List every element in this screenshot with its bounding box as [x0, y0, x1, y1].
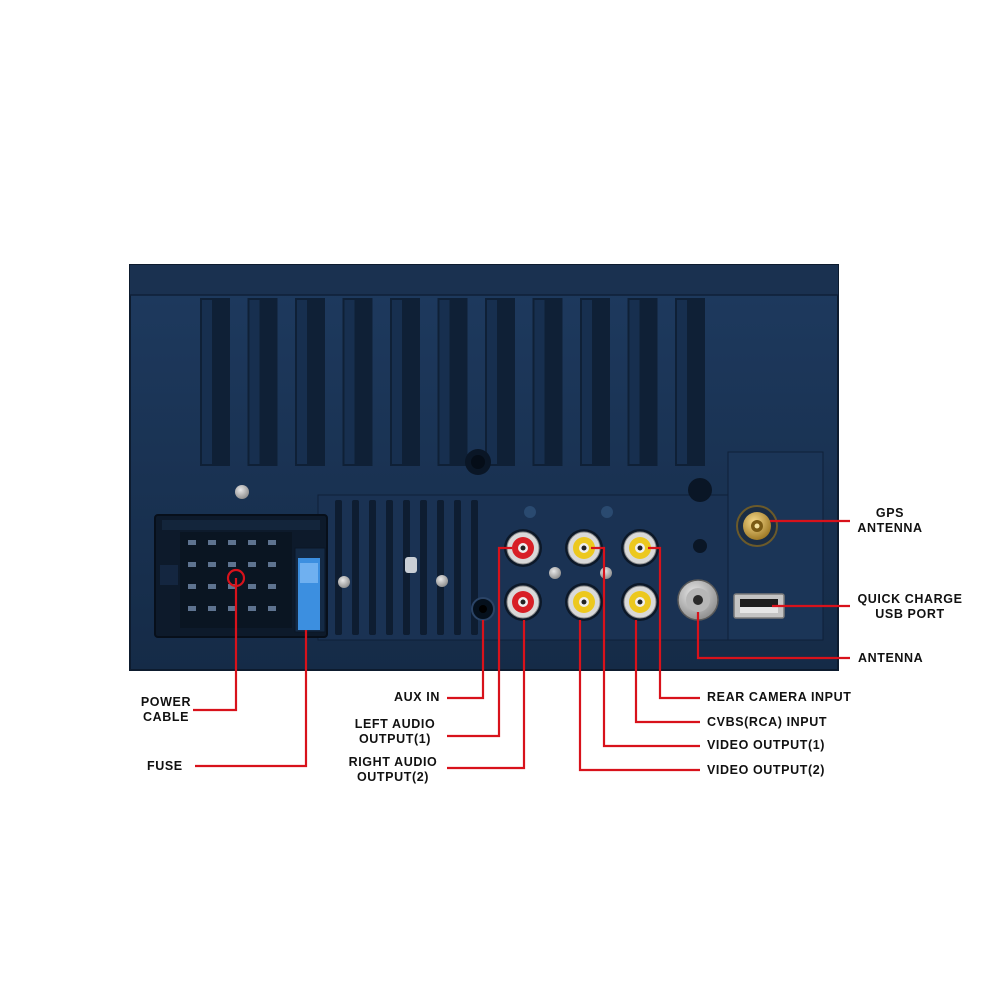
- fin-highlight: [487, 300, 497, 464]
- usb-port: [733, 593, 785, 619]
- aux-jack: [471, 597, 495, 621]
- label-video2: VIDEO OUTPUT(2): [707, 763, 825, 778]
- rca-pin: [637, 599, 643, 605]
- connector-pin: [268, 606, 276, 611]
- connector-pin: [268, 562, 276, 567]
- connector-pin: [188, 584, 196, 589]
- label-video1-text: VIDEO OUTPUT(1): [707, 738, 826, 752]
- connector-pin: [228, 606, 236, 611]
- label-right-audio: RIGHT AUDIO OUTPUT(2): [340, 755, 446, 785]
- leader-lines: [193, 519, 850, 772]
- fin-highlight: [534, 300, 545, 464]
- connector-pin: [208, 540, 216, 545]
- label-cvbs: CVBS(RCA) INPUT: [707, 715, 827, 730]
- label-fuse-text: FUSE: [147, 759, 183, 773]
- label-quick-charge-line2: USB PORT: [875, 607, 945, 621]
- label-quick-charge: QUICK CHARGE USB PORT: [848, 592, 972, 622]
- gps-connector: [736, 505, 778, 547]
- connector-pin: [228, 562, 236, 567]
- rca-pin: [581, 599, 587, 605]
- label-aux-in: AUX IN: [360, 690, 440, 705]
- connector-pin: [188, 562, 196, 567]
- connector-pin: [228, 584, 236, 589]
- connector-pin: [248, 540, 256, 545]
- power-cable-leader: [193, 578, 238, 712]
- fin-highlight: [629, 300, 640, 464]
- vent-slot: [454, 500, 461, 635]
- label-gps-antenna-line2: ANTENNA: [857, 521, 923, 535]
- fin-highlight: [249, 300, 260, 464]
- label-gps-antenna: GPS ANTENNA: [850, 506, 930, 536]
- vent-slot: [386, 500, 393, 635]
- left-audio-leader: [447, 546, 512, 738]
- power-cable-marker: [226, 568, 246, 588]
- label-quick-charge-line1: QUICK CHARGE: [857, 592, 963, 606]
- label-cvbs-text: CVBS(RCA) INPUT: [707, 715, 828, 729]
- connector-pin: [268, 540, 276, 545]
- fin-highlight: [582, 300, 592, 464]
- rear-camera-leader: [648, 546, 700, 700]
- fin-highlight: [202, 300, 212, 464]
- label-right-audio-line2: OUTPUT(2): [356, 770, 430, 784]
- rca-pin: [637, 545, 643, 551]
- antenna-leader: [696, 612, 850, 660]
- vent-slot: [335, 500, 342, 635]
- vent-slot: [437, 500, 444, 635]
- label-power-cable: POWER CABLE: [132, 695, 200, 725]
- fin-highlight: [677, 300, 687, 464]
- connector-pin: [188, 540, 196, 545]
- cvbs-leader: [634, 620, 700, 724]
- connector-pin: [248, 562, 256, 567]
- screws: [235, 485, 613, 588]
- rca-pin: [581, 545, 587, 551]
- rca-jacks: [504, 529, 659, 621]
- label-video1: VIDEO OUTPUT(1): [707, 738, 825, 753]
- label-antenna-text: ANTENNA: [858, 651, 924, 665]
- label-fuse: FUSE: [147, 759, 183, 774]
- mount-holes: [465, 449, 712, 553]
- fin-highlight: [392, 300, 402, 464]
- label-left-audio: LEFT AUDIO OUTPUT(1): [345, 717, 445, 747]
- vent-slot: [352, 500, 359, 635]
- fin-highlight: [297, 300, 307, 464]
- label-rear-camera: REAR CAMERA INPUT: [707, 690, 851, 705]
- connector-pins: [188, 540, 276, 611]
- label-left-audio-line2: OUTPUT(1): [358, 732, 432, 746]
- connector-pin: [228, 540, 236, 545]
- antenna-port: [677, 579, 719, 621]
- connector-pin: [268, 584, 276, 589]
- fuse-holder: [294, 547, 326, 633]
- connector-pin: [208, 562, 216, 567]
- connector-pin: [248, 606, 256, 611]
- connector-pin: [208, 606, 216, 611]
- label-aux-in-text: AUX IN: [394, 690, 440, 704]
- heatsink-fins: [200, 298, 705, 466]
- label-left-audio-line1: LEFT AUDIO: [354, 717, 436, 731]
- label-power-cable-line2: CABLE: [142, 710, 190, 724]
- fin-highlight: [344, 300, 355, 464]
- fuse-leader: [195, 630, 308, 768]
- label-power-cable-line1: POWER: [140, 695, 192, 709]
- video1-leader: [591, 546, 700, 748]
- right-audio-leader: [447, 620, 526, 770]
- vent-slot: [369, 500, 376, 635]
- label-antenna: ANTENNA: [858, 651, 923, 666]
- rca-pin: [520, 599, 526, 605]
- label-right-audio-line1: RIGHT AUDIO: [348, 755, 438, 769]
- label-rear-camera-text: REAR CAMERA INPUT: [707, 690, 852, 704]
- vent-slot: [420, 500, 427, 635]
- rca-pin: [520, 545, 526, 551]
- video2-leader: [578, 620, 700, 772]
- fin-highlight: [439, 300, 450, 464]
- connector-pin: [248, 584, 256, 589]
- connector-pin: [188, 606, 196, 611]
- connector-pin: [208, 584, 216, 589]
- aux-leader: [447, 620, 485, 700]
- label-gps-antenna-line1: GPS: [875, 506, 905, 520]
- label-video2-text: VIDEO OUTPUT(2): [707, 763, 826, 777]
